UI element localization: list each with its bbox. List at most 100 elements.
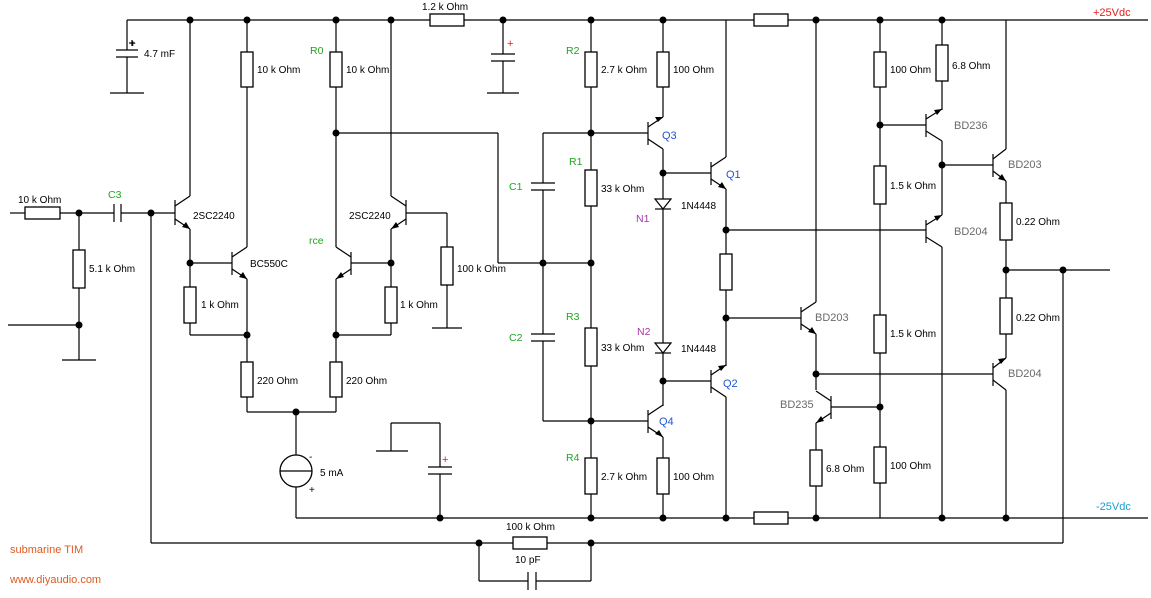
- resistor-r3: [584, 327, 598, 367]
- resistor-1k2-supply: [429, 13, 465, 27]
- footer-title: submarine TIM: [10, 544, 83, 556]
- label-r-mid1: 1.5 k Ohm: [890, 181, 936, 192]
- label-r-e1: 0.22 Ohm: [1016, 217, 1060, 228]
- label-r-tail-right: 220 Ohm: [346, 376, 387, 387]
- resistor-top-left: [240, 51, 254, 88]
- label-r0: 10 k Ohm: [346, 65, 389, 76]
- label-q-in1: 2SC2240: [193, 211, 235, 222]
- transistor-q3: [647, 116, 664, 150]
- transistor-bd203-mid: [800, 301, 817, 335]
- resistor-input: [24, 206, 61, 220]
- label-q3: Q3: [662, 130, 677, 142]
- label-r-tail-left: 220 Ohm: [257, 376, 298, 387]
- label-q4: Q4: [659, 416, 674, 428]
- junction-dots: [75, 16, 1067, 547]
- resistor-emitter-bottom: [999, 297, 1013, 335]
- resistor-emitter-right: [384, 286, 398, 324]
- label-bd235: BD235: [780, 399, 814, 411]
- resistor-top-rail: [753, 13, 789, 27]
- label-q2: Q2: [723, 378, 738, 390]
- label-r2: 2.7 k Ohm: [601, 65, 647, 76]
- label-r3-ref: R3: [566, 311, 580, 323]
- label-r-out-bot1: 6.8 Ohm: [826, 464, 864, 475]
- label-r2-ref: R2: [566, 45, 580, 57]
- label-n1: N1: [636, 213, 650, 225]
- resistor-r4: [584, 457, 598, 495]
- label-q-cas: BC550C: [250, 259, 288, 270]
- label-r-in: 10 k Ohm: [18, 195, 61, 206]
- resistor-bias: [440, 246, 454, 286]
- transistor-bd204-mid: [925, 214, 943, 248]
- label-c-supply: 4.7 mF: [144, 49, 175, 60]
- label-d1: 1N4448: [681, 201, 716, 212]
- label-r-q4: 100 Ohm: [673, 472, 714, 483]
- resistor-bias-mid: [719, 253, 733, 291]
- transistor-bd203-top: [992, 148, 1007, 182]
- label-r-emit-right: 1 k Ohm: [400, 300, 438, 311]
- label-d2: 1N4448: [681, 344, 716, 355]
- positive-rail-label: +25Vdc: [1093, 7, 1131, 19]
- resistor-q4-emitter: [656, 457, 670, 495]
- resistor-r1: [584, 169, 598, 207]
- label-cap-plus-lower: +: [442, 454, 448, 466]
- resistor-tail-left: [240, 361, 254, 398]
- label-bd203-mid: BD203: [815, 312, 849, 324]
- resistor-q3-emitter: [656, 51, 670, 88]
- transistor-rce: [335, 246, 352, 362]
- label-bd204-mid: BD204: [954, 226, 988, 238]
- label-r1: 33 k Ohm: [601, 184, 644, 195]
- resistor-feedback: [512, 536, 548, 550]
- current-source: [279, 412, 313, 518]
- resistor-out-bot2: [873, 446, 887, 484]
- transistor-bd204-low: [992, 357, 1007, 391]
- resistor-bottom-rail: [753, 511, 789, 525]
- transistor-bd236: [925, 108, 943, 142]
- label-r-out-bot2: 100 Ohm: [890, 461, 931, 472]
- supply-capacitor: [110, 20, 144, 94]
- label-bd204-low: BD204: [1008, 368, 1042, 380]
- resistor-r0: [329, 51, 343, 88]
- negative-rail-label: -25Vdc: [1096, 501, 1131, 513]
- feedback-line: [150, 212, 1064, 590]
- label-r4: 2.7 k Ohm: [601, 472, 647, 483]
- label-c-fb: 10 pF: [515, 555, 541, 566]
- input-section: [8, 204, 175, 361]
- footer-site: www.diyaudio.com: [9, 574, 101, 586]
- positive-rail: [127, 13, 1148, 27]
- label-q1: Q1: [726, 169, 741, 181]
- resistor-out-top2: [935, 44, 949, 82]
- label-r-in-shunt: 5.1 k Ohm: [89, 264, 135, 275]
- label-cs-plus: +: [309, 485, 315, 496]
- label-q-in2: 2SC2240: [349, 211, 391, 222]
- negative-rail: [296, 511, 1148, 525]
- label-r-top-left: 10 k Ohm: [257, 65, 300, 76]
- resistor-emitter-top: [999, 202, 1013, 241]
- diode-n1: [653, 198, 673, 210]
- label-r3: 33 k Ohm: [601, 343, 644, 354]
- label-r-mid2: 1.5 k Ohm: [890, 329, 936, 340]
- label-r-fb: 100 k Ohm: [506, 522, 555, 533]
- label-c2: C2: [509, 332, 523, 344]
- transistor-q2: [710, 364, 727, 398]
- transistor-bd235: [815, 390, 832, 424]
- transistor-q1: [710, 156, 727, 190]
- resistor-mid2: [873, 314, 887, 354]
- label-bd236: BD236: [954, 120, 988, 132]
- resistor-bd235-emitter: [809, 449, 823, 487]
- resistor-input-shunt: [72, 249, 86, 289]
- label-cs-minus: -: [309, 452, 312, 463]
- resistor-mid1: [873, 165, 887, 205]
- diode-n2: [653, 342, 673, 354]
- label-r-out-top2: 6.8 Ohm: [952, 61, 990, 72]
- label-bd203-top: BD203: [1008, 159, 1042, 171]
- resistor-emitter-left: [183, 286, 197, 324]
- label-cap-plus-upper: +: [507, 38, 513, 50]
- supply-capacitor-2: [487, 20, 519, 94]
- resistor-tail-right: [329, 361, 343, 398]
- label-r-e2: 0.22 Ohm: [1016, 313, 1060, 324]
- resistor-r2: [584, 51, 598, 88]
- resistor-out-top1: [873, 51, 887, 88]
- label-cap-plus-left: +: [130, 39, 136, 50]
- transistor-q-in2: [390, 195, 407, 287]
- label-rce: rce: [309, 235, 324, 247]
